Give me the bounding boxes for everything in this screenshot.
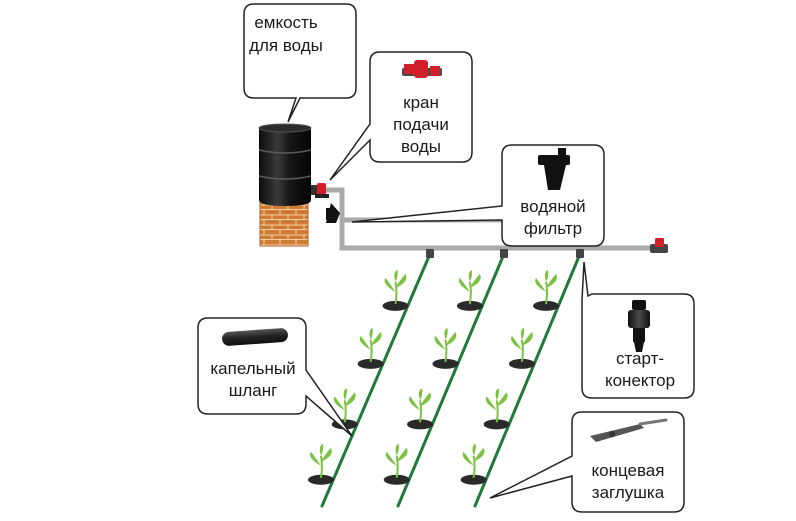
water-tank xyxy=(258,123,312,206)
hose-connector-1 xyxy=(426,249,434,258)
plant-icon xyxy=(382,269,409,311)
plants xyxy=(307,269,560,485)
water-tank-label-line2: для воды xyxy=(249,36,323,55)
plant-icon xyxy=(357,327,384,369)
plant-icon xyxy=(460,443,487,485)
end-plug-icon xyxy=(590,418,668,442)
drip-hose-row-1 xyxy=(320,252,432,508)
plant-icon xyxy=(508,327,535,369)
callout-water-filter: водяной фильтр xyxy=(351,144,605,247)
callout-supply-valve: кран подачи воды xyxy=(329,51,473,181)
supply-valve-label-line3: воды xyxy=(401,137,441,156)
callout-water-tank: емкость для воды xyxy=(243,3,357,123)
plant-icon xyxy=(407,388,434,430)
drip-hose-row-2 xyxy=(396,252,506,508)
callout-start-connector: старт- конектор xyxy=(581,261,695,399)
hose-connectors xyxy=(426,249,584,258)
water-filter-label-line1: водяной xyxy=(520,197,585,216)
supply-valve-icon xyxy=(402,60,442,78)
water-tank-label-line1: емкость xyxy=(254,13,318,32)
supply-valve-label-line1: кран xyxy=(403,93,439,112)
brick-stand xyxy=(259,201,309,247)
end-valve-icon xyxy=(650,238,668,253)
plant-icon xyxy=(456,269,483,311)
plant-icon xyxy=(432,327,459,369)
end-plug-label-line1: концевая xyxy=(592,461,665,480)
callout-drip-hose: капельный шланг xyxy=(197,317,353,437)
start-connector-icon xyxy=(628,300,650,352)
water-filter-label-line2: фильтр xyxy=(524,219,582,238)
callout-end-plug: концевая заглушка xyxy=(489,411,685,513)
drip-hose-label-line2: шланг xyxy=(229,381,278,400)
hose-connector-2 xyxy=(500,249,508,258)
start-connector-label-line2: конектор xyxy=(605,371,675,390)
plant-icon xyxy=(383,443,410,485)
drip-hose-icon xyxy=(222,328,288,346)
drip-hose-row-3 xyxy=(473,252,582,508)
inline-filter-icon xyxy=(326,203,340,223)
start-connector-label-line1: старт- xyxy=(616,349,664,368)
drip-hose-label-line1: капельный xyxy=(210,359,295,378)
plant-icon xyxy=(483,388,510,430)
plant-icon xyxy=(307,443,334,485)
end-plug-label-line2: заглушка xyxy=(592,483,665,502)
plant-icon xyxy=(331,388,358,430)
tank-valve-icon xyxy=(311,183,329,198)
supply-valve-label-line2: подачи xyxy=(393,115,449,134)
plant-icon xyxy=(533,269,560,311)
water-filter-icon xyxy=(538,148,570,190)
hose-connector-3 xyxy=(576,249,584,258)
drip-hoses xyxy=(320,252,582,508)
